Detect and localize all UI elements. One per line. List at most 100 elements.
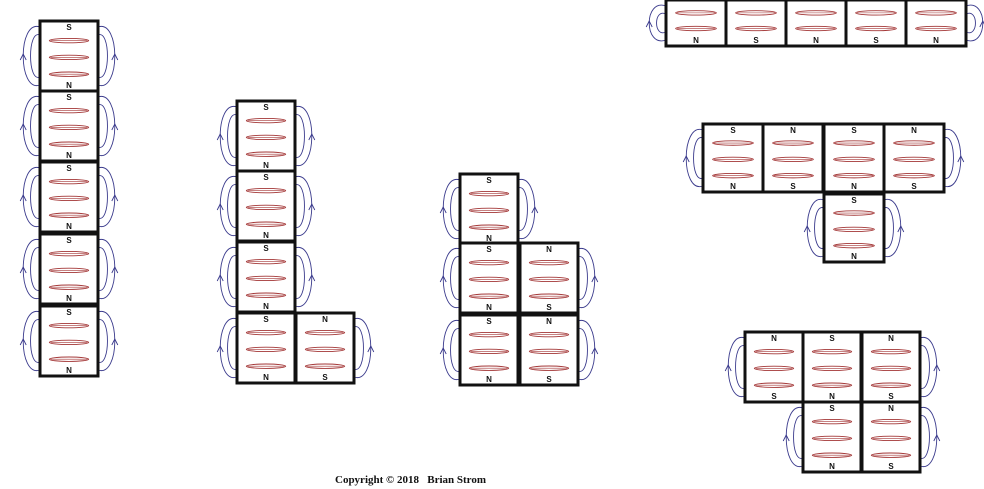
field-line-1-2-right bbox=[295, 247, 312, 306]
magnet-block: SN bbox=[237, 171, 295, 241]
pole-label-bottom: S bbox=[546, 303, 552, 312]
field-line-0-1-left bbox=[23, 96, 40, 155]
magnet-block: SN bbox=[824, 194, 884, 262]
magnet-block: NS bbox=[763, 124, 823, 192]
pole-label-bottom: N bbox=[66, 222, 72, 231]
magnet-block: S bbox=[846, 0, 906, 46]
pole-label-top: N bbox=[771, 334, 777, 343]
magnet-block: SN bbox=[703, 124, 763, 192]
field-line-0-4-right bbox=[98, 311, 115, 370]
pole-label-bottom: N bbox=[813, 36, 819, 45]
pole-label-top: S bbox=[829, 334, 835, 343]
field-line-0-0-left bbox=[23, 26, 40, 85]
pole-label-bottom: N bbox=[263, 302, 269, 311]
pole-label-bottom: S bbox=[790, 182, 796, 191]
field-line-2-0-left bbox=[443, 179, 460, 238]
field-line-1-3-left bbox=[220, 318, 237, 377]
magnet-block: SN bbox=[803, 332, 861, 402]
magnet-block: SN bbox=[460, 315, 518, 385]
magnet-block: NS bbox=[520, 315, 578, 385]
field-line-5-3-left bbox=[786, 407, 803, 466]
field-line-1-0-right bbox=[295, 106, 312, 165]
magnet-block: NS bbox=[862, 332, 920, 402]
field-line-1-0-left bbox=[220, 106, 237, 165]
pole-label-bottom: N bbox=[851, 252, 857, 261]
magnet-block: NS bbox=[884, 124, 944, 192]
pole-label-bottom: N bbox=[263, 161, 269, 170]
magnet-block: NS bbox=[520, 243, 578, 313]
magnet-block: SN bbox=[40, 162, 98, 232]
pole-label-top: S bbox=[851, 196, 857, 205]
pole-label-top: S bbox=[829, 404, 835, 413]
pole-label-top: N bbox=[546, 245, 552, 254]
pole-label-top: S bbox=[730, 126, 736, 135]
field-line-5-4-right bbox=[920, 407, 937, 466]
magnet-arrangement-l-shape: SNSNSNSNNS bbox=[237, 101, 354, 383]
pole-label-top: N bbox=[888, 334, 894, 343]
field-line-3-0-left bbox=[649, 5, 666, 41]
pole-label-top: S bbox=[851, 126, 857, 135]
magnet-arrangement-vertical-stack-of-five: SNSNSNSNSN bbox=[40, 21, 98, 376]
pole-label-top: N bbox=[911, 126, 917, 135]
magnet-block: SN bbox=[40, 91, 98, 161]
pole-label-bottom: N bbox=[66, 366, 72, 375]
magnet-block: SN bbox=[40, 306, 98, 376]
pole-label-top: S bbox=[263, 244, 269, 253]
magnet-block: N bbox=[786, 0, 846, 46]
magnet-arrangement-horizontal-row-top: NSNSN bbox=[666, 0, 966, 46]
magnet-block: S bbox=[726, 0, 786, 46]
magnet-block: N bbox=[666, 0, 726, 46]
field-line-5-2-right bbox=[920, 337, 937, 396]
pole-label-top: S bbox=[263, 103, 269, 112]
pole-label-top: N bbox=[322, 315, 328, 324]
field-line-1-4-right bbox=[354, 318, 371, 377]
pole-label-bottom: N bbox=[693, 36, 699, 45]
pole-label-bottom: S bbox=[911, 182, 917, 191]
magnet-block: SN bbox=[460, 243, 518, 313]
pole-label-top: N bbox=[888, 404, 894, 413]
magnet-arrangement-offset-block-shape: NSSNNSSNNS bbox=[745, 332, 920, 472]
field-line-0-3-right bbox=[98, 239, 115, 298]
field-line-3-4-right bbox=[966, 5, 983, 41]
pole-label-top: S bbox=[486, 176, 492, 185]
pole-label-bottom: N bbox=[66, 294, 72, 303]
pole-label-bottom: N bbox=[66, 81, 72, 90]
pole-label-bottom: N bbox=[263, 231, 269, 240]
pole-label-top: S bbox=[66, 93, 72, 102]
pole-label-bottom: N bbox=[851, 182, 857, 191]
magnet-block: SN bbox=[460, 174, 518, 244]
pole-label-top: S bbox=[263, 173, 269, 182]
magnet-block: SN bbox=[824, 124, 884, 192]
pole-label-top: S bbox=[486, 245, 492, 254]
field-line-2-4-right bbox=[578, 320, 595, 379]
field-line-2-0-right bbox=[518, 179, 535, 238]
pole-label-top: S bbox=[66, 308, 72, 317]
pole-label-top: S bbox=[66, 164, 72, 173]
field-line-1-1-right bbox=[295, 176, 312, 235]
pole-label-bottom: N bbox=[66, 151, 72, 160]
copyright-notice: Copyright © 2018 Brian Strom bbox=[335, 474, 655, 486]
field-line-0-2-left bbox=[23, 167, 40, 226]
pole-label-bottom: S bbox=[753, 36, 759, 45]
pole-label-bottom: S bbox=[546, 375, 552, 384]
magnet-arrangement-stepped-shape: SNSNNSSNNS bbox=[460, 174, 578, 385]
field-line-0-2-right bbox=[98, 167, 115, 226]
pole-label-bottom: N bbox=[829, 392, 835, 401]
field-line-0-4-left bbox=[23, 311, 40, 370]
magnet-block: NS bbox=[745, 332, 803, 402]
magnet-block: SN bbox=[803, 402, 861, 472]
magnet-block: SN bbox=[237, 242, 295, 312]
field-line-2-3-left bbox=[443, 320, 460, 379]
field-line-0-3-left bbox=[23, 239, 40, 298]
pole-label-bottom: N bbox=[933, 36, 939, 45]
pole-label-bottom: S bbox=[888, 462, 894, 471]
magnet-block: SN bbox=[237, 313, 295, 383]
pole-label-bottom: S bbox=[771, 392, 777, 401]
field-line-1-1-left bbox=[220, 176, 237, 235]
field-arrow-icon bbox=[980, 21, 984, 27]
magnet-block: SN bbox=[40, 234, 98, 304]
field-line-0-1-right bbox=[98, 96, 115, 155]
pole-label-bottom: S bbox=[873, 36, 879, 45]
field-line-5-0-left bbox=[728, 337, 745, 396]
